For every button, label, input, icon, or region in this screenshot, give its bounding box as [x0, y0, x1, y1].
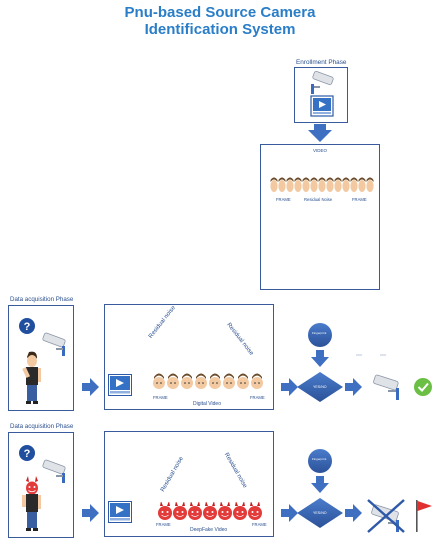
- devil-person-icon: [22, 476, 41, 531]
- acq1-phase-label: Data acquisition Phase: [10, 296, 74, 303]
- cctv-camera-icon: [310, 70, 334, 117]
- enrollment-face-strip: [270, 177, 374, 192]
- diagram-title-line2: Identification System: [144, 21, 296, 38]
- acq1-frame-left: FRAME: [153, 395, 168, 400]
- enrollment-input-box: [294, 67, 348, 123]
- acq2-decision-diamond: [297, 498, 343, 528]
- acq1-fingerprint-node: [308, 323, 332, 347]
- acq1-face-strip: [153, 373, 263, 389]
- svg-text:?: ?: [24, 448, 31, 460]
- question-mark-icon: ?: [19, 445, 35, 461]
- question-mark-icon: ?: [19, 318, 35, 334]
- mle-node-label: MLE Estimation Scheme: [313, 225, 327, 234]
- acq2-decision-label: YES/NO: [313, 511, 327, 515]
- cctv-camera-icon: [373, 374, 399, 400]
- acq1-source-box: ?: [8, 305, 74, 411]
- acq1-frame-right: FRAME: [250, 395, 265, 400]
- acq1-process-box: [104, 304, 274, 410]
- acq1-fingerprint-label: Fingerprint: [312, 331, 327, 335]
- acq2-frame-right: FRAME: [252, 522, 267, 527]
- acq2-devil-face-strip: [158, 502, 262, 520]
- acq2-horizontal-arrows: [82, 476, 362, 522]
- svg-text:?: ?: [24, 321, 31, 333]
- acq1-decision-label: YES/NO: [313, 385, 327, 389]
- acq2-video-label: DeepFake Video: [190, 527, 228, 533]
- enrollment-residual-noise: Residual Noise: [304, 197, 333, 202]
- acq2-fingerprint-node: [308, 449, 332, 473]
- enrollment-video-label: VIDEO: [313, 148, 328, 153]
- acq1-video-player-icon: [108, 374, 132, 396]
- person-icon: [22, 351, 41, 404]
- cctv-camera-icon: [42, 459, 66, 483]
- acq2-fingerprint-label: Fingerprint: [312, 457, 327, 461]
- cctv-camera-icon: [42, 332, 66, 356]
- acq2-video-player-icon: [108, 501, 132, 523]
- acq1-horizontal-arrows: [82, 350, 362, 396]
- crossed-cctv-camera-icon: [367, 499, 405, 533]
- acq2-process-box: [104, 431, 274, 537]
- enrollment-phase-label: Enrollment Phase: [296, 59, 347, 66]
- check-icon: [414, 378, 432, 396]
- acq2-frame-left: FRAME: [156, 522, 171, 527]
- enrollment-frame-right: FRAME: [352, 197, 367, 202]
- enrollment-process-box: [260, 144, 380, 290]
- video-player-icon: [310, 95, 334, 117]
- enroll-fingerprint-label: Fingerprint: [312, 270, 327, 274]
- red-flag-icon: [416, 500, 432, 532]
- diagram-title-line1: Pnu-based Source Camera: [124, 4, 316, 21]
- enrollment-frame-left: FRAME: [276, 197, 291, 202]
- acq2-phase-label: Data acquisition Phase: [10, 423, 74, 430]
- acq1-video-label: Digital Video: [193, 401, 221, 407]
- acq1-decision-diamond: [297, 372, 343, 402]
- acq2-source-box: ?: [8, 432, 74, 538]
